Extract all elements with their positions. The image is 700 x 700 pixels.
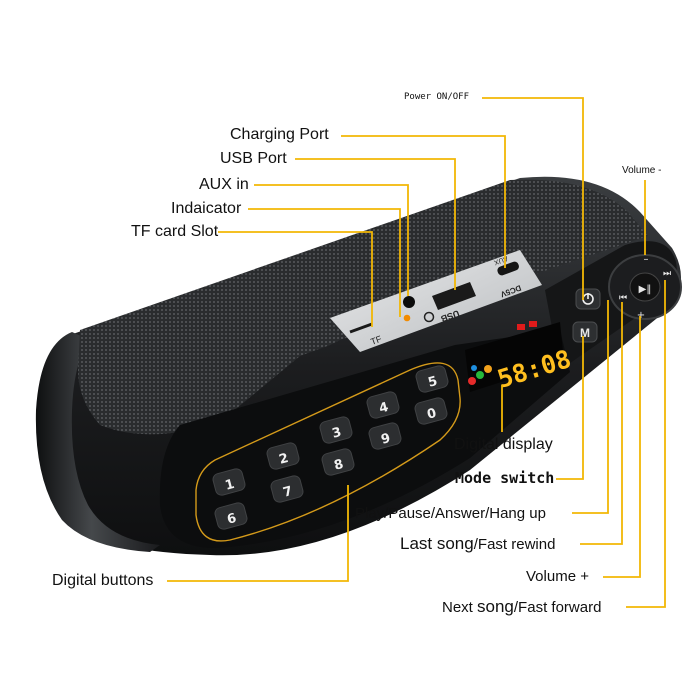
volume-minus-icon: – bbox=[644, 254, 649, 265]
label-mode-switch: Mode switch bbox=[455, 469, 555, 487]
next-icon: ⏭ bbox=[663, 269, 671, 279]
callout-tf bbox=[218, 231, 373, 327]
aux-jack bbox=[403, 296, 415, 308]
label-next-song: Next song/Fast forward bbox=[442, 598, 601, 616]
tf-slot: TF bbox=[349, 322, 383, 347]
callout-charging bbox=[341, 135, 506, 268]
label-last-song-sub: /Fast rewind bbox=[473, 536, 556, 553]
label-next-song-prefix: Next bbox=[442, 599, 478, 616]
svg-text:M: M bbox=[580, 326, 590, 340]
key-4: 4 bbox=[366, 391, 400, 419]
keypad-outline bbox=[195, 362, 461, 542]
svg-text:1: 1 bbox=[224, 477, 237, 494]
label-last-song-main: Last song bbox=[400, 534, 474, 553]
callout-power bbox=[482, 97, 584, 300]
callout-last bbox=[580, 302, 623, 545]
label-volume-minus: Volume - bbox=[622, 165, 662, 176]
digital-keypad: 1 2 3 4 5 6 7 8 9 0 bbox=[212, 365, 449, 530]
tf-port-label: TF bbox=[369, 334, 383, 347]
indicator-led bbox=[403, 314, 411, 322]
label-tf-card-slot: TF card Slot bbox=[131, 223, 219, 240]
key-5: 5 bbox=[415, 365, 449, 393]
svg-text:5: 5 bbox=[427, 374, 440, 391]
callout-next bbox=[626, 280, 666, 608]
callout-keypad bbox=[167, 485, 349, 582]
label-power: Power ON/OFF bbox=[404, 92, 470, 102]
mode-button-icon: M bbox=[572, 321, 598, 343]
power-button-icon bbox=[575, 288, 601, 310]
key-0: 0 bbox=[414, 397, 448, 425]
label-digital-display: Digital display bbox=[454, 436, 553, 453]
volume-plus-icon: + bbox=[637, 310, 645, 321]
svg-text:6: 6 bbox=[226, 511, 239, 528]
callout-mode bbox=[556, 336, 584, 480]
key-6: 6 bbox=[214, 502, 248, 530]
front-face bbox=[159, 330, 571, 548]
svg-text:9: 9 bbox=[380, 431, 393, 448]
key-9: 9 bbox=[368, 422, 402, 450]
callout-lines bbox=[167, 97, 666, 608]
left-end-cap bbox=[35, 332, 160, 552]
svg-text:7: 7 bbox=[282, 484, 295, 501]
key-8: 8 bbox=[321, 448, 355, 476]
callout-volume-plus bbox=[603, 316, 641, 578]
callout-indicator bbox=[248, 208, 401, 317]
label-digital-buttons: Digital buttons bbox=[52, 572, 154, 589]
aux-jack-ring bbox=[423, 311, 435, 323]
play-pause-icon: ▶‖ bbox=[639, 284, 652, 295]
label-volume-plus: Volume + bbox=[526, 568, 589, 585]
svg-text:4: 4 bbox=[378, 400, 391, 417]
key-7: 7 bbox=[270, 475, 304, 503]
label-last-song: Last song/Fast rewind bbox=[400, 535, 555, 553]
svg-text:0: 0 bbox=[426, 406, 439, 423]
label-play-pause: Play/Pause/Answer/Hang up bbox=[355, 505, 546, 522]
label-indicator: Indaicator bbox=[171, 200, 242, 217]
callout-usb bbox=[295, 158, 456, 290]
callout-play bbox=[572, 300, 609, 514]
key-3: 3 bbox=[319, 416, 353, 444]
label-usb-port: USB Port bbox=[220, 150, 287, 167]
svg-text:3: 3 bbox=[331, 425, 344, 442]
key-1: 1 bbox=[212, 468, 246, 496]
transport-ring: ▶‖ ⏮ ⏭ – + bbox=[608, 254, 682, 321]
svg-text:8: 8 bbox=[333, 457, 346, 474]
key-2: 2 bbox=[266, 442, 300, 470]
callout-aux bbox=[254, 184, 409, 296]
aux-port-label: AUX bbox=[492, 254, 508, 266]
label-next-song-main: song bbox=[477, 597, 514, 616]
label-next-song-sub: /Fast forward bbox=[513, 599, 602, 616]
svg-text:2: 2 bbox=[278, 451, 291, 468]
label-aux-in: AUX in bbox=[199, 176, 249, 193]
prev-icon: ⏮ bbox=[619, 293, 627, 303]
label-charging-port: Charging Port bbox=[230, 126, 329, 143]
